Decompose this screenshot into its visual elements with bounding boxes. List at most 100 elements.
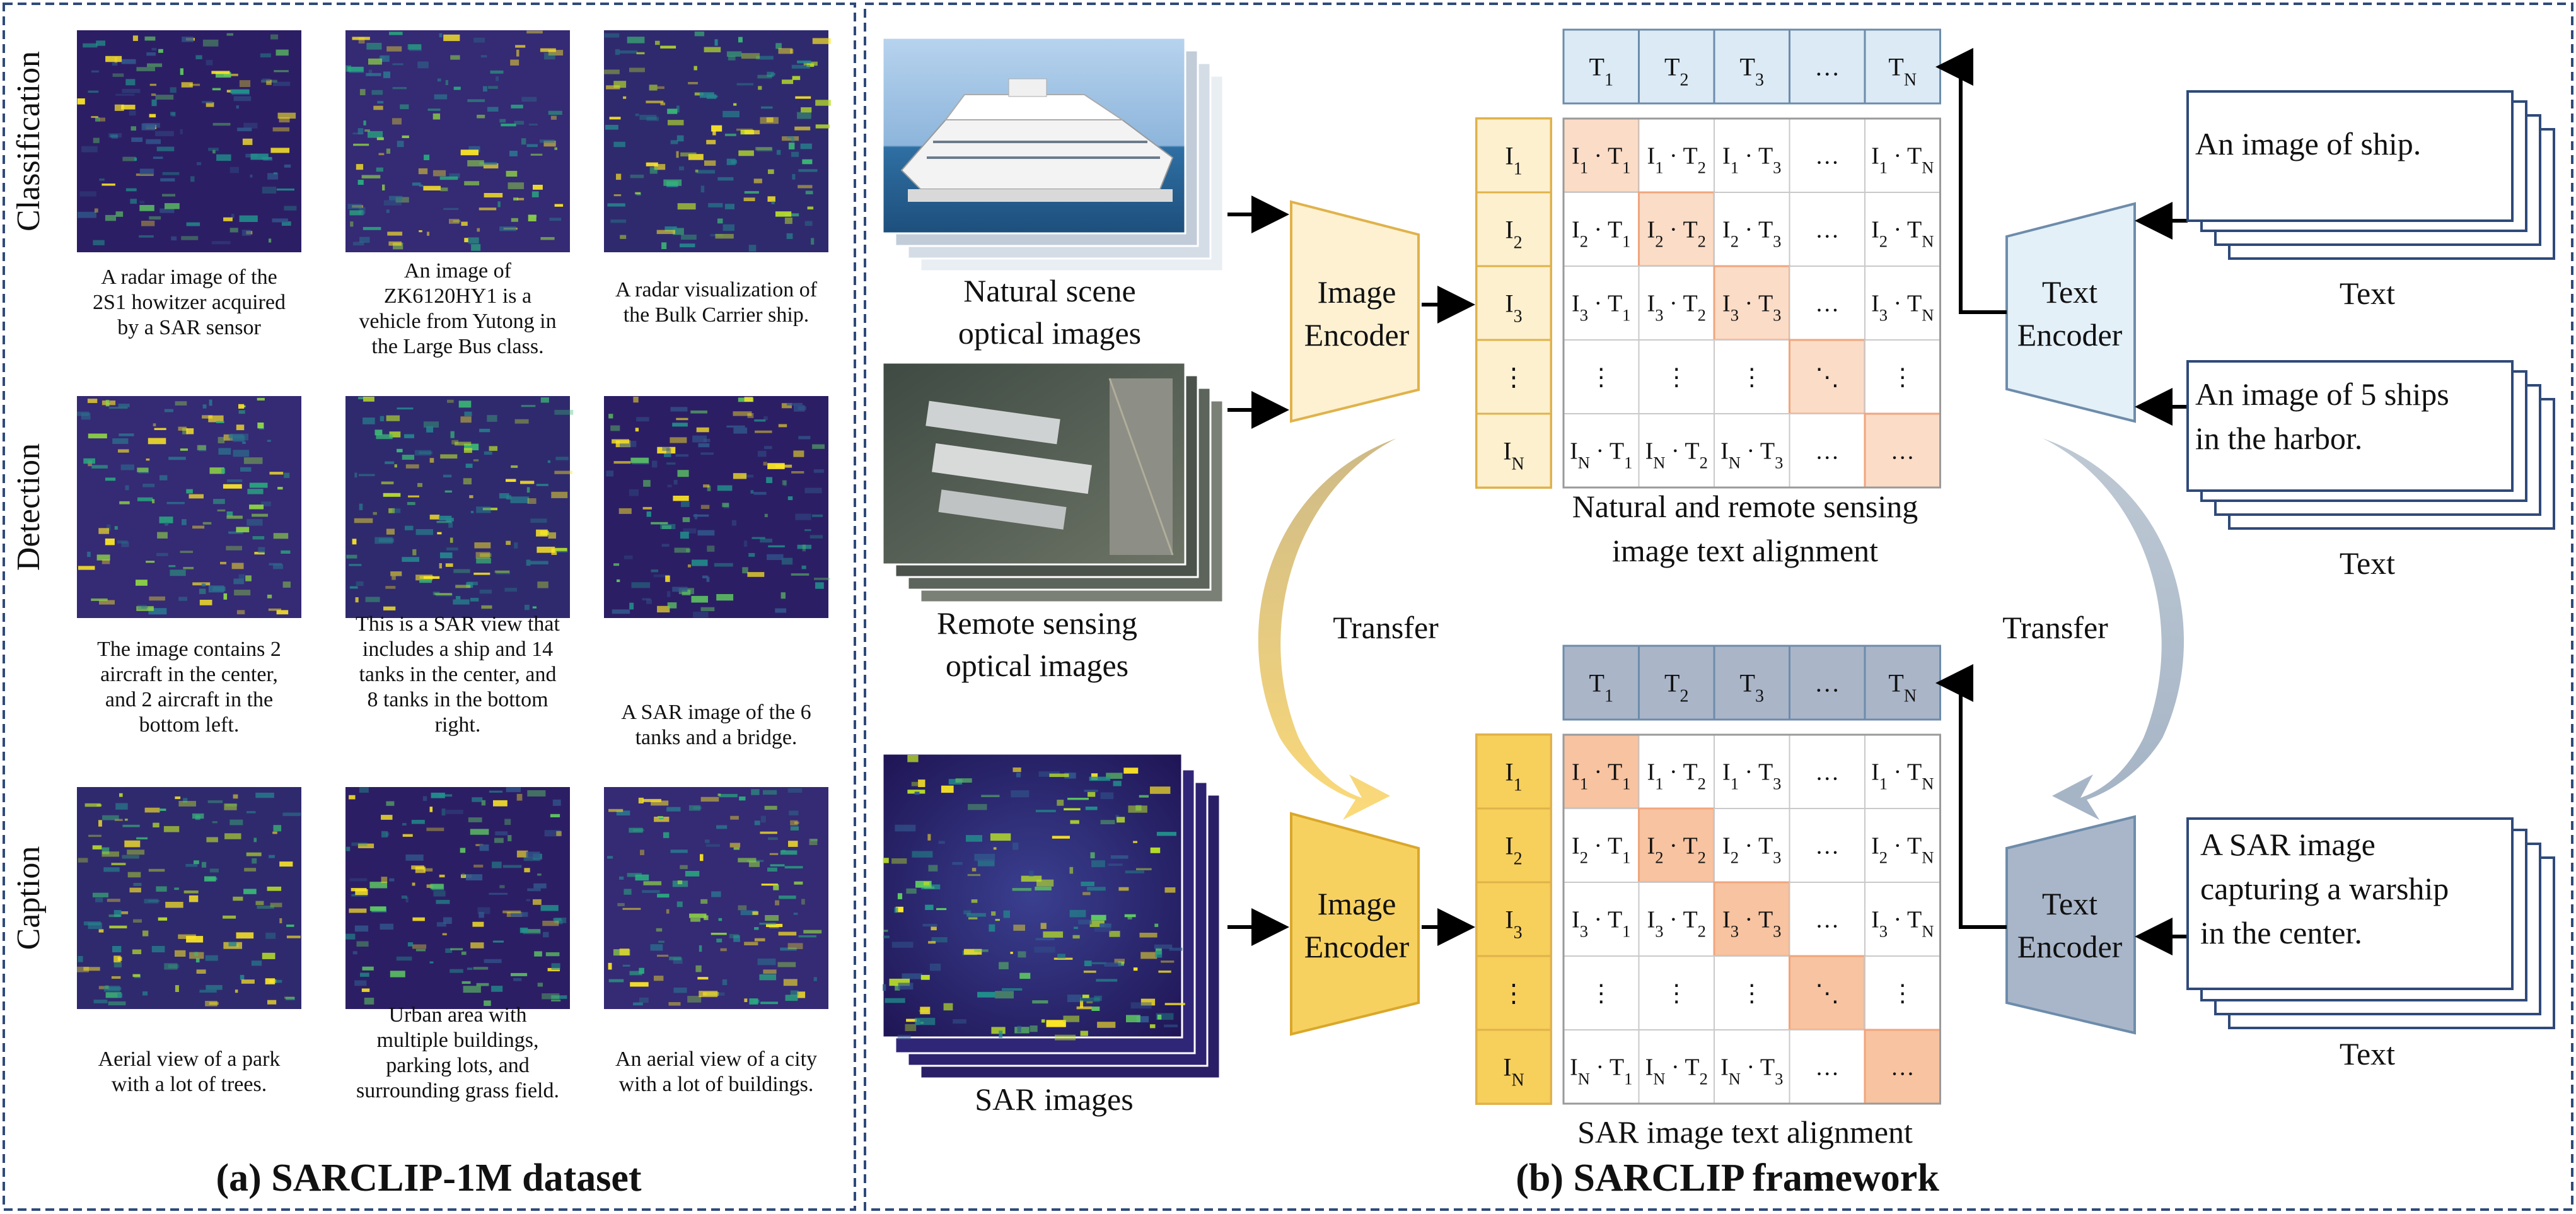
text-token-label: TN	[1888, 669, 1917, 706]
image-token-cell	[1475, 1029, 1552, 1105]
matrix-cell-label: …	[1815, 143, 1839, 170]
matrix-cell-label: I3 · T3	[1722, 291, 1781, 325]
matrix-cell-label: I1 · T2	[1647, 759, 1706, 793]
sample-caption-line: by a SAR sensor	[117, 316, 261, 339]
image-token-cell	[1475, 339, 1552, 415]
bottom-alignment-caption: SAR image text alignment	[1577, 1114, 1913, 1150]
matrix-cell-diagonal	[1864, 412, 1941, 489]
image-token-label: ⋮	[1501, 979, 1526, 1008]
text-label-1: Text	[2340, 276, 2395, 311]
matrix-cell-label: …	[1891, 438, 1915, 465]
matrix-cell	[1563, 192, 1640, 267]
natural-images-label-line1: Natural scene	[963, 273, 1135, 308]
matrix-cell	[1638, 118, 1715, 193]
row-label-detection: Detection	[11, 443, 47, 571]
text-token-label: TN	[1888, 53, 1917, 90]
text-token-label: T3	[1740, 669, 1764, 706]
matrix-cell-label: I3 · T2	[1647, 291, 1706, 325]
matrix-cell-label: I2 · T3	[1722, 833, 1781, 867]
matrix-cell-label: I1 · T3	[1722, 759, 1781, 793]
text-token-cell	[1864, 645, 1941, 721]
image-token-cell	[1475, 191, 1552, 267]
sample-caption-line: includes a ship and 14	[363, 638, 553, 661]
sample-caption-line: tanks in the center, and	[359, 663, 556, 686]
text-stack-2: An image of 5 ships in the harbor.	[2186, 360, 2555, 530]
text-token-cell	[1713, 28, 1790, 105]
sar-text-encoder-label-line2: Encoder	[2017, 929, 2123, 964]
matrix-cell	[1864, 266, 1941, 341]
matrix-cell-label: I2 · T2	[1647, 217, 1706, 251]
sample-caption-line: surrounding grass field.	[356, 1079, 559, 1102]
sample-caption-line: Aerial view of a park	[98, 1048, 281, 1071]
matrix-cell-label: ⋮	[1740, 981, 1764, 1007]
matrix-cell-diagonal	[1638, 807, 1715, 884]
text-token-label: T3	[1740, 53, 1764, 90]
sample-caption-line: 8 tanks in the bottom	[367, 688, 548, 711]
matrix-cell	[1864, 339, 1941, 414]
matrix-cell-label: I3 · T1	[1572, 291, 1630, 325]
matrix-cell-label: I1 · T3	[1722, 143, 1781, 177]
matrix-cell	[1563, 339, 1640, 414]
matrix-cell	[1638, 882, 1715, 957]
matrix-cell-label: ⋱	[1815, 365, 1839, 391]
optical-text-encoder-label-line2: Encoder	[2017, 317, 2123, 353]
matrix-cell-label: I1 · T2	[1647, 143, 1706, 177]
sar-text-card-line2: capturing a warship	[2200, 871, 2449, 906]
image-token-label: I3	[1505, 289, 1522, 327]
sar-text-encoder-label-line1: Text	[2042, 886, 2097, 921]
sample-caption-line: aircraft in the center,	[100, 663, 278, 686]
sample-caption-line: ZK6120HY1 is a	[384, 284, 531, 308]
transfer-label-left: Transfer	[1333, 610, 1439, 645]
matrix-cell-label: IN · T3	[1720, 438, 1783, 472]
panel-a-title: (a) SARCLIP-1M dataset	[216, 1157, 641, 1199]
matrix-cell	[1789, 192, 1865, 267]
sample-caption-line: with a lot of trees.	[112, 1073, 267, 1096]
matrix-cell-label: I2 · T3	[1722, 217, 1781, 251]
text-card-2-line2: in the harbor.	[2195, 421, 2362, 456]
matrix-cell	[1789, 734, 1865, 809]
sample-caption-line: An image of	[404, 259, 512, 283]
matrix-cell-label: IN · T2	[1645, 1054, 1708, 1089]
sample-caption-line: Urban area with	[388, 1003, 526, 1027]
optical-image-encoder-label-line1: Image	[1318, 274, 1396, 310]
image-token-label: I1	[1505, 758, 1522, 795]
transfer-arrow-left	[1258, 438, 1396, 820]
sar-text-card-line3: in the center.	[2200, 915, 2362, 950]
matrix-cell	[1789, 1029, 1865, 1104]
sample-caption-line: 2S1 howitzer acquired	[93, 291, 286, 314]
natural-images-label-line2: optical images	[958, 315, 1141, 351]
sar-thumbnail	[345, 787, 570, 1009]
text-token-label: T1	[1589, 669, 1613, 706]
sar-image-encoder-shape	[1290, 812, 1420, 1036]
image-token-label: I1	[1505, 142, 1522, 179]
matrix-cell-label: I3 · T1	[1572, 907, 1630, 941]
matrix-cell	[1638, 1029, 1715, 1104]
matrix-cell	[1789, 413, 1865, 488]
connector-text-encoder-to-header-bottom	[1935, 664, 2007, 929]
matrix-cell	[1789, 118, 1865, 193]
matrix-cell-label: I2 · TN	[1871, 833, 1934, 867]
matrix-cell-label: …	[1815, 217, 1839, 243]
optical-image-encoder-shape	[1290, 200, 1420, 423]
matrix-cell-label: ⋮	[1891, 981, 1915, 1007]
image-token-cell	[1475, 955, 1552, 1031]
image-token-cell	[1475, 881, 1552, 957]
sample-caption-line: the Bulk Carrier ship.	[624, 303, 809, 327]
matrix-cell-label: I1 · T1	[1572, 759, 1630, 793]
text-token-cell	[1638, 28, 1715, 105]
transfer-label-right: Transfer	[2002, 610, 2108, 645]
matrix-cell-label: ⋮	[1891, 365, 1915, 391]
matrix-cell	[1638, 339, 1715, 414]
image-token-label: I2	[1505, 832, 1522, 869]
sample-caption-line: right.	[435, 713, 481, 737]
sample-caption-line: parking lots, and	[386, 1054, 530, 1077]
sar-text-encoder-shape	[2005, 815, 2136, 1035]
matrix-cell	[1563, 882, 1640, 957]
text-label-2: Text	[2340, 546, 2395, 581]
